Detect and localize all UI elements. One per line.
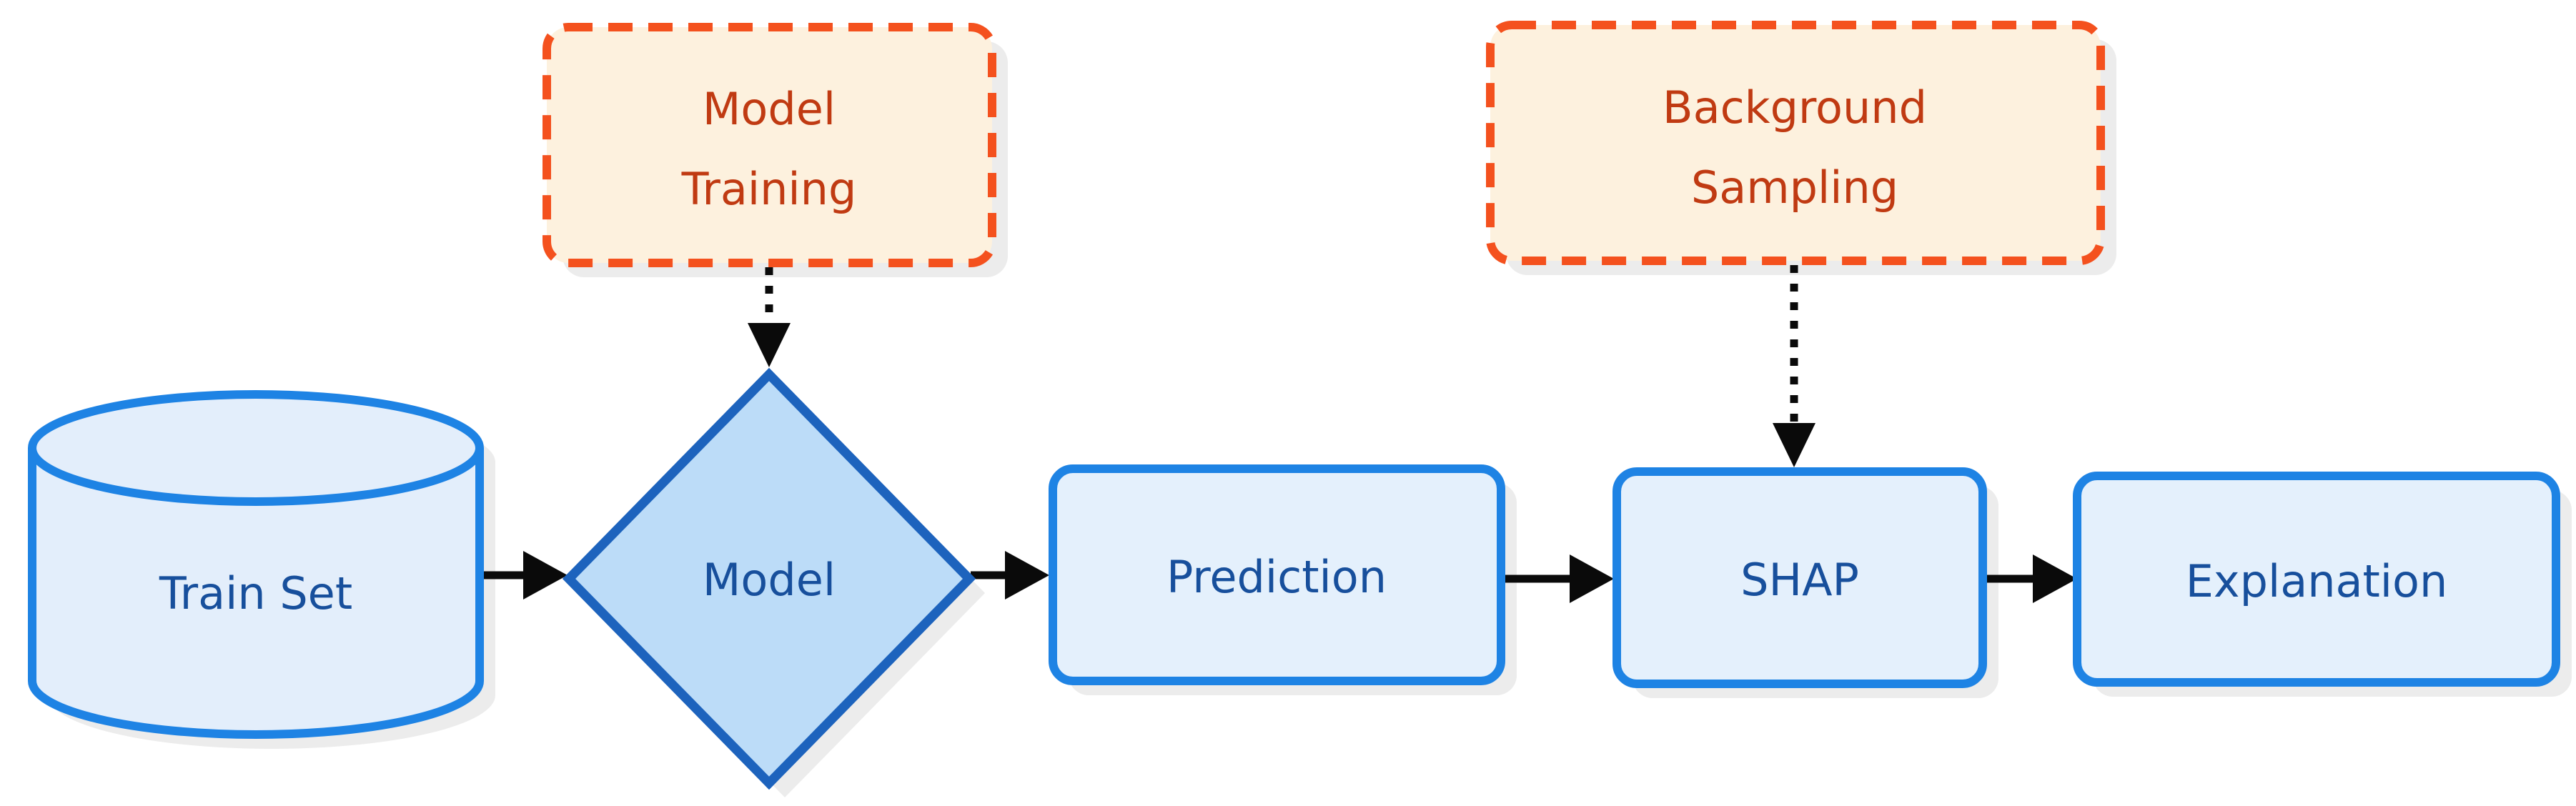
node-label-line1: Model [703, 83, 836, 135]
arrowhead-icon [748, 323, 791, 367]
node-label-line2: Sampling [1691, 161, 1898, 214]
node-label: SHAP [1740, 554, 1859, 606]
node-label-line1: Background [1663, 81, 1927, 134]
arrowhead-icon [1773, 423, 1815, 467]
rect-shape [1613, 467, 1987, 688]
cylinder-top [28, 390, 484, 506]
cylinder-body [28, 448, 484, 739]
node-background-sampling: Background Sampling [1486, 21, 2105, 265]
node-label: Train Set [159, 567, 352, 620]
node-label-line2: Training [681, 163, 857, 215]
rect-shape [2073, 472, 2560, 687]
edge-model-prediction [971, 551, 1049, 599]
edge-prediction-shap [1500, 554, 1614, 603]
edge-shap-explanation [1983, 554, 2077, 603]
edge-model-training-model [748, 267, 791, 367]
node-prediction: Prediction [1049, 464, 1505, 685]
node-explanation: Explanation [2073, 472, 2560, 687]
node-label: Prediction [1166, 551, 1387, 603]
arrowhead-icon [523, 551, 568, 599]
arrowhead-icon [2033, 554, 2077, 603]
edge-train-set-model [479, 551, 568, 599]
node-shap: SHAP [1613, 467, 1987, 688]
node-model-training: Model Training [543, 23, 996, 267]
node-label: Explanation [2186, 555, 2448, 607]
edge-background-sampling-shap [1773, 265, 1815, 467]
node-train-set: Train Set [28, 390, 484, 739]
arrowhead-icon [1005, 551, 1049, 599]
dashed-rect-shape [543, 23, 996, 267]
node-label: Model [703, 554, 836, 606]
arrowhead-icon [1570, 554, 1614, 603]
dashed-rect-shape [1486, 21, 2105, 265]
node-model: Model [562, 367, 976, 790]
rect-shape [1049, 464, 1505, 685]
diamond-shape [562, 367, 976, 790]
